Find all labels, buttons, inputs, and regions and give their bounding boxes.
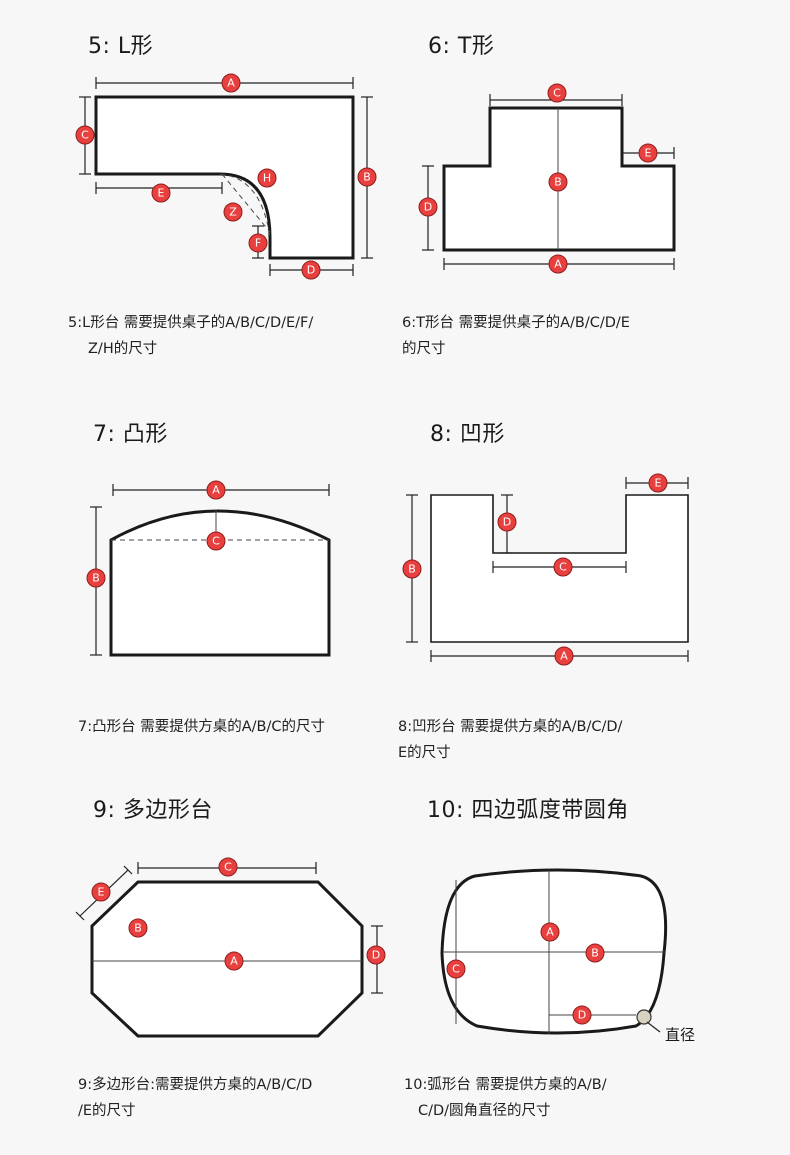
marker-c: C <box>206 531 226 551</box>
polygon-caption: 9:多边形台:需要提供方桌的A/B/C/D /E的尺寸 <box>78 1077 313 1119</box>
marker-c: C <box>218 857 238 877</box>
svg-text:C: C <box>224 861 232 874</box>
marker-d: D <box>301 260 321 280</box>
svg-text:E: E <box>158 187 165 200</box>
svg-text:D: D <box>578 1009 586 1022</box>
svg-text:C: C <box>559 561 567 574</box>
svg-text:A: A <box>560 650 568 663</box>
arc-caption: 10:弧形台 需要提供方桌的A/B/ C/D/圆角直径的尺寸 <box>404 1077 607 1119</box>
svg-text:C: C <box>553 87 561 100</box>
convex-caption: 7:凸形台 需要提供方桌的A/B/C的尺寸 <box>78 719 325 735</box>
marker-a: A <box>540 922 560 942</box>
marker-d: D <box>572 1005 592 1025</box>
marker-e: E <box>91 882 111 902</box>
concave-title: 8: 凹形 <box>430 422 505 447</box>
marker-a: A <box>548 254 568 274</box>
marker-c: C <box>75 125 95 145</box>
marker-b: B <box>128 918 148 938</box>
svg-text:F: F <box>255 237 261 250</box>
svg-text:A: A <box>230 955 238 968</box>
svg-text:B: B <box>134 922 142 935</box>
marker-e: E <box>151 183 171 203</box>
marker-b: B <box>357 167 377 187</box>
svg-text:E: E <box>655 477 662 490</box>
svg-text:Z: Z <box>229 206 237 219</box>
marker-b: B <box>548 172 568 192</box>
svg-text:E: E <box>98 886 105 899</box>
polygon-title: 9: 多边形台 <box>93 798 213 823</box>
marker-a: A <box>224 951 244 971</box>
svg-text:A: A <box>227 77 235 90</box>
svg-text:A: A <box>212 484 220 497</box>
marker-c: C <box>446 959 466 979</box>
marker-d: D <box>497 512 517 532</box>
svg-text:D: D <box>424 201 432 214</box>
diameter-label: 直径 <box>665 1026 695 1044</box>
marker-z: Z <box>223 202 243 222</box>
svg-text:B: B <box>591 947 599 960</box>
marker-b: B <box>402 559 422 579</box>
svg-text:H: H <box>263 172 271 185</box>
marker-c: C <box>553 557 573 577</box>
convex-title: 7: 凸形 <box>93 422 168 447</box>
marker-a: A <box>554 646 574 666</box>
marker-a: A <box>221 73 241 93</box>
svg-text:D: D <box>372 949 380 962</box>
svg-text:C: C <box>452 963 460 976</box>
marker-e: E <box>638 143 658 163</box>
svg-text:A: A <box>546 926 554 939</box>
svg-text:B: B <box>554 176 562 189</box>
concave-caption: 8:凹形台 需要提供方桌的A/B/C/D/ E的尺寸 <box>398 719 623 761</box>
t-shape-caption: 6:T形台 需要提供桌子的A/B/C/D/E 的尺寸 <box>402 315 630 357</box>
marker-d: D <box>366 945 386 965</box>
l-shape-title: 5: L形 <box>88 34 154 59</box>
marker-f: F <box>248 233 268 253</box>
marker-b: B <box>585 943 605 963</box>
marker-h: H <box>257 168 277 188</box>
svg-text:C: C <box>81 129 89 142</box>
svg-text:A: A <box>554 258 562 271</box>
svg-text:C: C <box>212 535 220 548</box>
marker-a: A <box>206 480 226 500</box>
svg-text:D: D <box>503 516 511 529</box>
marker-c: C <box>547 83 567 103</box>
corner-diameter-marker <box>636 1009 652 1025</box>
l-shape-caption: 5:L形台 需要提供桌子的A/B/C/D/E/F/ Z/H的尺寸 <box>68 315 314 357</box>
svg-text:B: B <box>92 572 100 585</box>
svg-text:E: E <box>645 147 652 160</box>
t-shape-title: 6: T形 <box>428 34 495 59</box>
marker-d: D <box>418 197 438 217</box>
svg-text:B: B <box>363 171 371 184</box>
svg-text:B: B <box>408 563 416 576</box>
marker-e: E <box>648 473 668 493</box>
svg-text:D: D <box>307 264 315 277</box>
marker-b: B <box>86 568 106 588</box>
arc-title: 10: 四边弧度带圆角 <box>427 798 629 823</box>
